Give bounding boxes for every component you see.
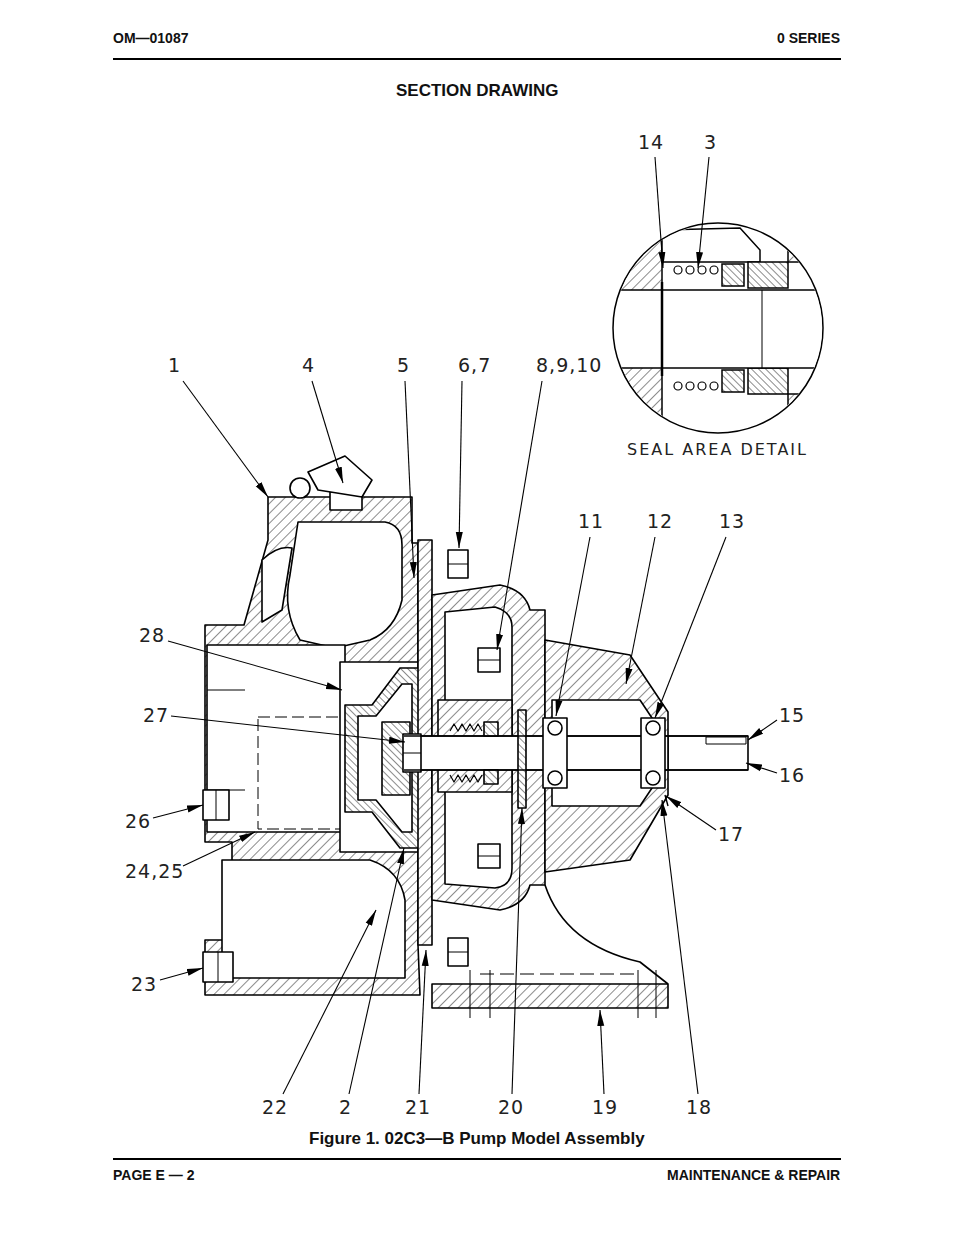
callout-number: 27 bbox=[143, 705, 169, 727]
callout-number: 2 bbox=[339, 1097, 352, 1119]
pump-section bbox=[203, 456, 748, 1018]
header-rule bbox=[113, 58, 841, 60]
callout-number: 24,25 bbox=[125, 861, 184, 883]
callout-number: 23 bbox=[131, 974, 157, 996]
callout-number: 18 bbox=[686, 1097, 712, 1119]
callout-number: 26 bbox=[125, 811, 151, 833]
footer-text: PAGE E — 2 bbox=[113, 1167, 194, 1183]
callout-number: 6,7 bbox=[458, 355, 491, 377]
callout-number: 4 bbox=[302, 355, 315, 377]
callout-number: 1 bbox=[168, 355, 181, 377]
figure-caption: Figure 1. 02C3—B Pump Model Assembly bbox=[309, 1129, 645, 1149]
footer-rule bbox=[113, 1158, 841, 1160]
header-text: 0 SERIES bbox=[777, 30, 840, 46]
callout-number: 22 bbox=[262, 1097, 288, 1119]
callout-number: 8,9,10 bbox=[536, 355, 602, 377]
seal-detail bbox=[600, 200, 832, 458]
callout-number: 16 bbox=[779, 765, 805, 787]
callout-number: 21 bbox=[405, 1097, 431, 1119]
callout-number: 5 bbox=[397, 355, 410, 377]
callout-number: 15 bbox=[779, 705, 805, 727]
callout-number: 20 bbox=[498, 1097, 524, 1119]
leader-lines bbox=[153, 157, 777, 1094]
detail-label: SEAL AREA DETAIL bbox=[627, 441, 808, 459]
callout-number: 3 bbox=[704, 132, 717, 154]
callout-number: 12 bbox=[647, 511, 673, 533]
callout-number: 14 bbox=[638, 132, 664, 154]
callout-number: 11 bbox=[578, 511, 604, 533]
header-text: OM—01087 bbox=[113, 30, 188, 46]
callout-number: 17 bbox=[718, 824, 744, 846]
callout-number: 19 bbox=[592, 1097, 618, 1119]
footer-text: MAINTENANCE & REPAIR bbox=[667, 1167, 840, 1183]
callout-number: 13 bbox=[719, 511, 745, 533]
callout-number: 28 bbox=[139, 625, 165, 647]
drawing-title: SECTION DRAWING bbox=[396, 81, 558, 101]
